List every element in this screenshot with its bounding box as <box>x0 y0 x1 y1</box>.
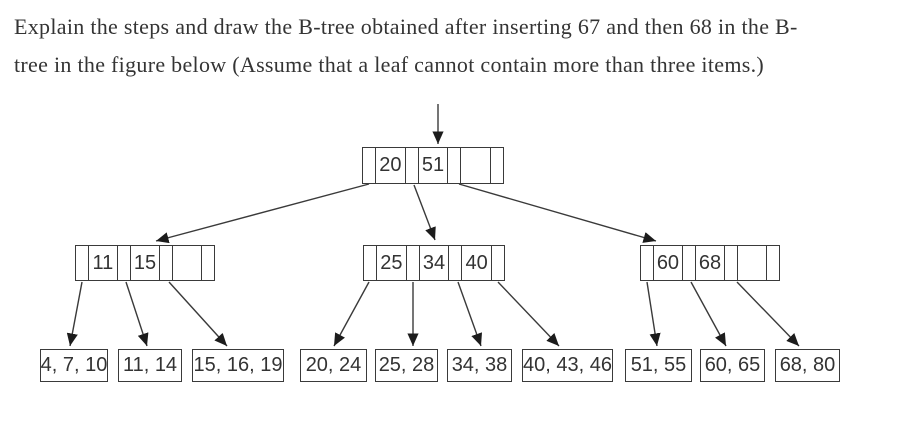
btree-internal-node-middle: 25 34 40 <box>363 245 505 281</box>
key-cell: 20 <box>376 148 406 183</box>
leaf-node-9: 60, 65 <box>700 349 765 382</box>
edge-right-to-leaf-8 <box>646 281 661 347</box>
pointer-cell <box>407 246 420 280</box>
leaf-node-5: 25, 28 <box>375 349 438 382</box>
key-cell: 51 <box>419 148 449 183</box>
key-cell: 68 <box>696 246 726 280</box>
pointer-cell <box>202 246 214 280</box>
leaf-node-3: 15, 16, 19 <box>192 349 284 382</box>
leaf-node-2: 11, 14 <box>118 349 182 382</box>
pointer-cell <box>406 148 419 183</box>
pointer-cell <box>449 246 463 280</box>
key-cell: 40 <box>462 246 492 280</box>
pointer-cell <box>76 246 89 280</box>
leaf-node-7: 40, 43, 46 <box>522 349 613 382</box>
pointer-cell <box>160 246 173 280</box>
edge-middle-to-leaf-7 <box>497 281 560 347</box>
edge-left-to-leaf-2 <box>125 281 149 347</box>
key-cell: 11 <box>89 246 119 280</box>
question-text: Explain the steps and draw the B-tree ob… <box>14 8 889 84</box>
edge-middle-to-leaf-4 <box>333 281 370 347</box>
leaf-node-10: 68, 80 <box>775 349 840 382</box>
pointer-cell <box>725 246 738 280</box>
leaf-node-4: 20, 24 <box>300 349 367 382</box>
key-cell <box>173 246 203 280</box>
pointer-cell <box>492 246 504 280</box>
edge-left-to-leaf-3 <box>168 281 228 347</box>
edge-root-to-middle-node <box>413 184 436 241</box>
key-cell: 34 <box>420 246 450 280</box>
edge-left-to-leaf-1 <box>66 281 83 347</box>
question-text-line2: tree in the figure below (Assume that a … <box>14 52 765 77</box>
key-cell: 60 <box>654 246 684 280</box>
btree-internal-node-right: 60 68 <box>640 245 780 281</box>
edge-root-to-right-node <box>458 183 657 243</box>
key-cell: 15 <box>131 246 161 280</box>
pointer-cell <box>491 148 503 183</box>
pointer-cell <box>641 246 654 280</box>
key-cell <box>738 246 768 280</box>
edge-middle-to-leaf-6 <box>457 281 483 347</box>
btree-root-node: 20 51 <box>362 147 504 184</box>
key-cell <box>461 148 491 183</box>
leaf-node-1: 4, 7, 10 <box>40 349 108 382</box>
pointer-cell <box>363 148 377 183</box>
pointer-cell <box>364 246 378 280</box>
pointer-cell <box>118 246 131 280</box>
edge-right-to-leaf-9 <box>690 281 727 347</box>
edge-root-to-left-node <box>155 183 370 244</box>
pointer-cell <box>767 246 779 280</box>
key-cell: 25 <box>377 246 407 280</box>
question-text-line1: Explain the steps and draw the B-tree ob… <box>14 14 798 39</box>
btree-internal-node-left: 11 15 <box>75 245 215 281</box>
edge-right-to-leaf-10 <box>736 281 800 347</box>
pointer-cell <box>448 148 462 183</box>
leaf-node-6: 34, 38 <box>447 349 512 382</box>
pointer-cell <box>683 246 696 280</box>
leaf-node-8: 51, 55 <box>625 349 692 382</box>
